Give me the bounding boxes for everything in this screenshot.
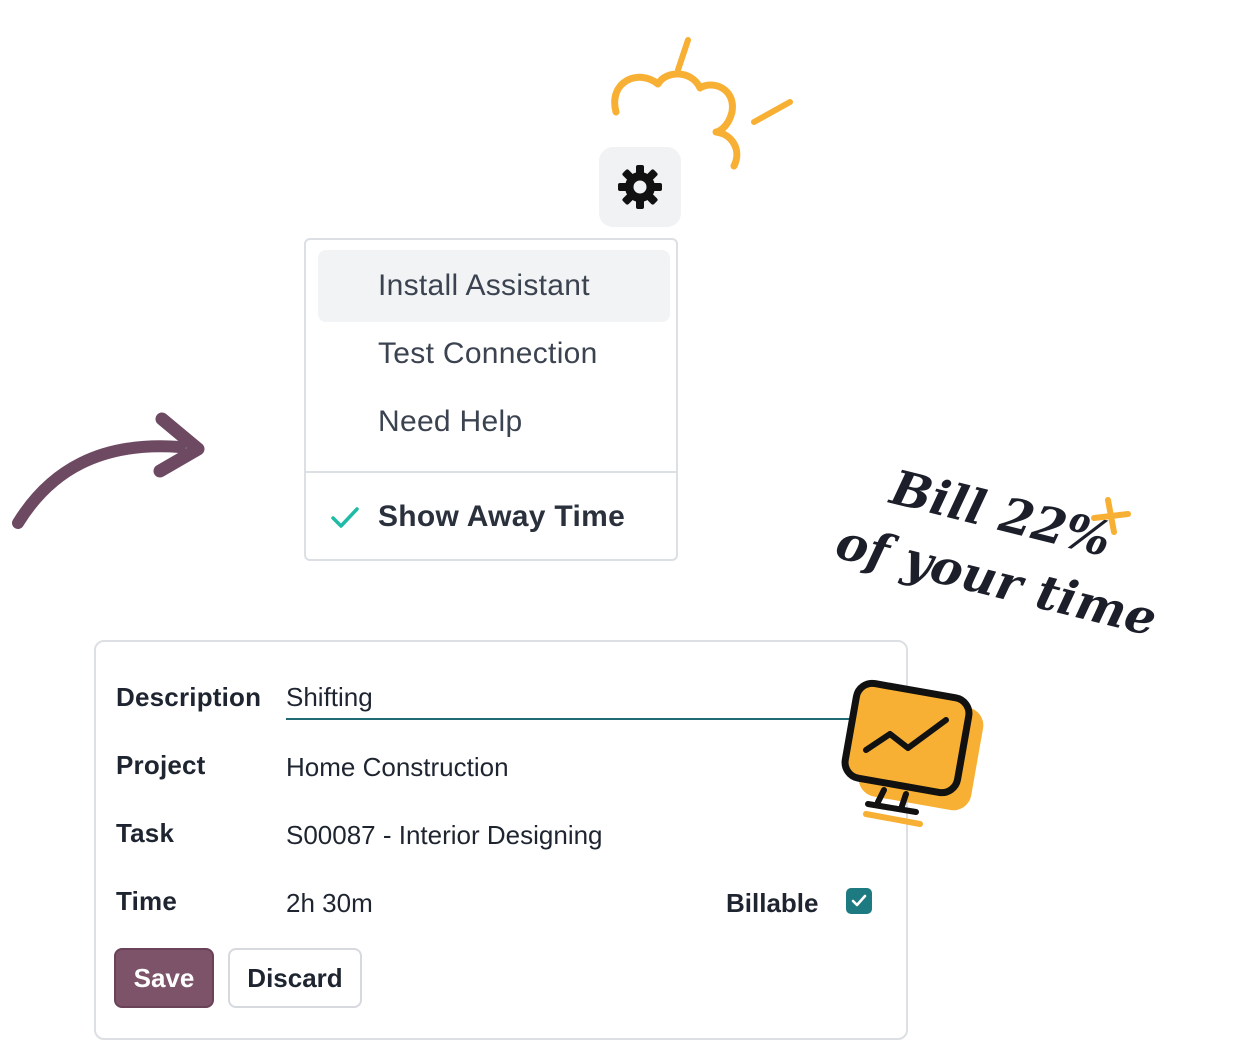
billable-checkbox[interactable] bbox=[846, 888, 872, 914]
description-input[interactable] bbox=[286, 676, 866, 720]
timesheet-form: Description Project Home Construction Ta… bbox=[94, 640, 908, 1040]
billable-label: Billable bbox=[726, 888, 819, 918]
gear-icon bbox=[618, 165, 662, 209]
time-label: Time bbox=[116, 886, 178, 916]
plus-doodle-icon bbox=[1091, 497, 1131, 535]
project-field[interactable]: Home Construction bbox=[286, 752, 509, 782]
settings-dropdown-menu: Install Assistant Test Connection Need H… bbox=[304, 238, 678, 561]
menu-item-label: Test Connection bbox=[378, 337, 598, 370]
menu-item-need-help[interactable]: Need Help bbox=[318, 386, 670, 458]
menu-item-test-connection[interactable]: Test Connection bbox=[318, 318, 670, 390]
task-field[interactable]: S00087 - Interior Designing bbox=[286, 820, 603, 850]
check-icon bbox=[851, 894, 867, 907]
menu-item-label: Show Away Time bbox=[378, 500, 626, 533]
menu-item-install-assistant[interactable]: Install Assistant bbox=[318, 250, 670, 322]
menu-item-show-away-time[interactable]: Show Away Time bbox=[318, 481, 670, 553]
task-label: Task bbox=[116, 818, 175, 848]
save-button[interactable]: Save bbox=[114, 948, 214, 1008]
menu-item-label: Need Help bbox=[378, 405, 523, 438]
settings-button[interactable] bbox=[599, 147, 681, 227]
monitor-chart-icon bbox=[841, 679, 984, 827]
project-label: Project bbox=[116, 750, 206, 780]
check-icon bbox=[331, 507, 359, 528]
description-label: Description bbox=[116, 682, 262, 712]
curved-arrow-icon bbox=[12, 412, 205, 529]
sparkle-icon bbox=[611, 37, 793, 170]
menu-item-label: Install Assistant bbox=[378, 269, 590, 302]
discard-button[interactable]: Discard bbox=[228, 948, 362, 1008]
menu-divider bbox=[306, 471, 676, 473]
time-field[interactable]: 2h 30m bbox=[286, 888, 373, 918]
